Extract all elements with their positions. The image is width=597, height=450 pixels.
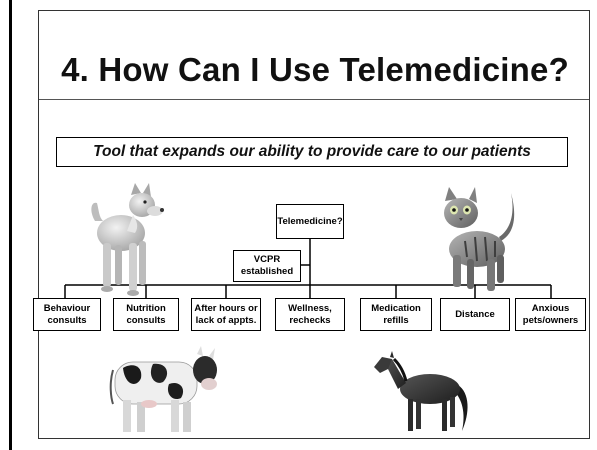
subtitle-box: Tool that expands our ability to provide…: [56, 137, 568, 167]
node-telemedicine: Telemedicine?: [276, 204, 344, 239]
title-divider: [39, 99, 589, 100]
node-vcpr: VCPR established: [233, 250, 301, 282]
leaf-anxious: Anxious pets/owners: [515, 298, 586, 331]
leaf-wellness: Wellness, rechecks: [275, 298, 345, 331]
leaf-wellness-label: Wellness, rechecks: [288, 302, 332, 326]
leaf-after-hours-label: After hours or lack of appts.: [194, 302, 258, 326]
node-telemedicine-label: Telemedicine?: [277, 215, 343, 227]
leaf-medication: Medication refills: [360, 298, 432, 331]
dog-image: [91, 183, 164, 296]
cow-image: [109, 346, 217, 432]
leaf-behaviour: Behaviour consults: [33, 298, 101, 331]
leaf-anxious-label: Anxious pets/owners: [522, 302, 579, 326]
leaf-nutrition: Nutrition consults: [113, 298, 179, 331]
left-border-line: [9, 0, 12, 450]
leaf-distance-label: Distance: [455, 308, 495, 320]
leaf-distance: Distance: [440, 298, 510, 331]
horse-image: [374, 351, 468, 431]
leaf-after-hours: After hours or lack of appts.: [191, 298, 261, 331]
leaf-behaviour-label: Behaviour consults: [43, 302, 91, 326]
leaf-medication-label: Medication refills: [371, 302, 421, 326]
slide: 4. How Can I Use Telemedicine? Tool that…: [33, 10, 590, 439]
leaf-nutrition-label: Nutrition consults: [126, 302, 166, 326]
node-vcpr-label: VCPR established: [240, 254, 294, 277]
subtitle-text: Tool that expands our ability to provide…: [93, 143, 531, 160]
slide-title: 4. How Can I Use Telemedicine?: [61, 51, 569, 88]
cat-image: [444, 187, 515, 291]
